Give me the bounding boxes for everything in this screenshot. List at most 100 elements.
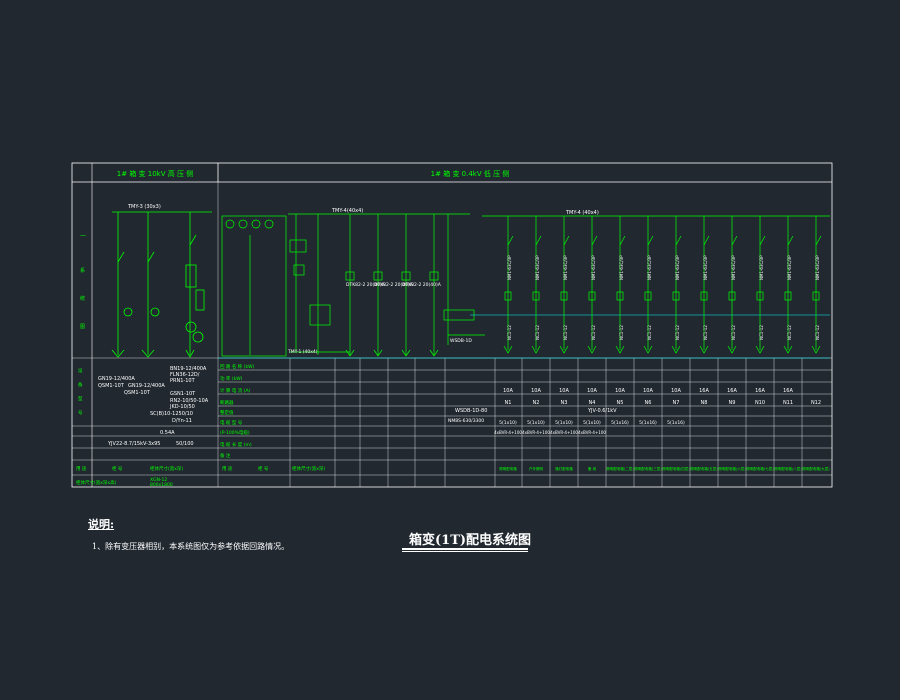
feeder-rating: 10A [615,388,625,394]
feeder-rating: 10A [671,388,681,394]
feeder-code: N10 [755,400,765,406]
lv-bus-right-label: TMY-4 (40x4) [565,210,599,216]
feeder-small-label: NC1-12 [507,325,512,340]
feeder-breaker-label: NM1-63C/3P [619,255,624,280]
feeder-small-label: NC1-12 [675,325,680,340]
feeder-section: 5(1x16) [639,420,657,426]
feeder-circuit [559,216,570,354]
svg-text:GN19-12/400A: GN19-12/400A [98,376,135,382]
feeder-cable: 4xBVR-4+100 [494,430,522,435]
feeder-small-label: NC1-12 [535,325,540,340]
feeder-breaker-label: NM1-63C/3P [815,255,820,280]
feeder-use: 照明配电箱(三层) [634,466,662,471]
lv-cable-type: YJV-0.6/1kV [587,408,617,414]
box-label-a: 设 [78,367,83,374]
side-label-tu: 图 [80,324,85,330]
feeder-use: 照明配电箱(九层) [802,466,830,471]
row-label-i: 备 注 [220,452,231,459]
feeder-breaker-label: NM1-63C/3P [535,255,540,280]
notes-title: 说明: [88,518,115,531]
feeder-code: N11 [783,400,793,406]
feeder-section: 5(1x16) [667,420,685,426]
feeder-breaker-label: NM1-63C/3P [703,255,708,280]
feeder-use: 照明配电箱(六层) [718,466,746,471]
feeder-code: N6 [645,400,652,406]
row-label-b: 功 率 (kW) [220,375,243,382]
feeder-code: N7 [673,400,680,406]
feeder-use: 路灯配电箱 [555,466,573,471]
lv-bus-bottom-label: TMY-1 (40x4) [287,349,318,355]
feeder-breaker-label: NM1-63C/3P [731,255,736,280]
feeder-section: 5(1x10) [583,420,601,426]
bottom-col-c: 柜体尺寸(宽x深) [150,465,183,472]
feeder-circuit [699,216,710,354]
row-label-f: 电 缆 型 号 [220,419,243,426]
hv-specs: GN19-12/400A QSM1-10T GN19-12/400A QSM1-… [98,366,209,447]
data-table-grid [72,357,832,487]
feeder-circuit [643,216,654,354]
feeder-cable: 4xBVR-4+100 [550,430,578,435]
svg-text:RN2-10/50-10A: RN2-10/50-10A [170,398,209,404]
side-label-a: 一 [80,233,86,240]
svg-text:YJV22-8.7/15kV-3x95: YJV22-8.7/15kV-3x95 [107,441,160,447]
box-label-d: 号 [78,410,83,416]
feeder-small-label: NC1-12 [647,325,652,340]
feeder-use: 照明配电箱 [499,466,517,471]
feeder-small-label: NC1-12 [703,325,708,340]
feeder-code: N9 [729,400,736,406]
feeder-breaker-label: NM1-63C/3P [759,255,764,280]
row-label-d: 断路器 [220,399,234,406]
feeder-section: 5(1x10) [555,420,573,426]
feeder-breaker-label: NM1-63C/3P [563,255,568,280]
row-label-e: 整定值 [220,409,234,416]
bottom-col-f: 柜体尺寸(宽x深) [292,465,325,472]
lv-spd-label: WSDB-1D [450,338,472,344]
drawing-title: 箱变(1T)配电系统图 [409,533,532,548]
hv-section [111,211,212,358]
box-label-c: 型 [78,395,83,402]
feeder-rating: 10A [587,388,597,394]
lv-branch-2: DTK82-2 20(40)A [374,282,414,288]
feeder-circuit [503,216,514,354]
feeder-use: 照明配电箱(五层) [690,466,718,471]
feeder-breaker-label: NM1-63C/3P [591,255,596,280]
svg-text:D/Yn-11: D/Yn-11 [172,418,192,424]
svg-text:SC(B)10-1250/10: SC(B)10-1250/10 [150,411,193,417]
feeder-circuit [587,216,598,354]
feeder-small-label: NC1-12 [591,325,596,340]
feeder-circuit [755,216,766,354]
feeder-section: 5(1x10) [499,420,517,426]
svg-text:QSM1-10T: QSM1-10T [98,383,125,389]
feeder-code: N1 [505,400,512,406]
feeder-small-label: NC1-12 [759,325,764,340]
box-label-b: 备 [78,381,83,388]
feeder-cable: 4xBVR-4+100 [522,430,550,435]
footer-a: 柜体尺寸(宽x深x高) [76,479,117,486]
bottom-col-e: 柜 号 [258,465,269,472]
feeder-circuit [615,216,626,354]
row-label-g: (P-100%电缆) [220,429,250,436]
feeder-table: 10A N1 5(1x10) 4xBVR-4+100 照明配电箱 10A N2 5(1x10)… [494,388,830,471]
feeder-code: N3 [561,400,568,406]
lv-branches [345,214,439,357]
feeder-rating: 10A [503,388,513,394]
feeder-rating: 10A [531,388,541,394]
row-label-c: 计 算 电 流 (A) [220,387,251,394]
feeder-code: N2 [533,400,540,406]
feeder-cable: 4xBVR-4+100 [578,430,606,435]
side-label-system: 系 [80,267,85,274]
svg-text:GSN1-10T: GSN1-10T [170,391,196,397]
lv-meter: WSDB-1D-80 [455,408,487,414]
svg-text:0.54A: 0.54A [160,430,175,436]
feeder-small-label: NC1-12 [731,325,736,340]
lv-branch-1: DTK82-2 20(40)A [346,282,386,288]
svg-text:FLN36-12D/: FLN36-12D/ [170,372,200,378]
bottom-col-b: 柜 号 [112,465,123,472]
feeder-use: 照明配电箱(八层) [774,466,802,471]
side-label-tong: 统 [80,295,85,302]
feeder-circuit [531,216,542,354]
footer-c: 800x1800 [150,482,173,488]
svg-text:JKD-10/50: JKD-10/50 [169,404,195,410]
lv-branch-3: DTK82-2 20(40)A [402,282,442,288]
feeder-circuit [671,216,682,354]
